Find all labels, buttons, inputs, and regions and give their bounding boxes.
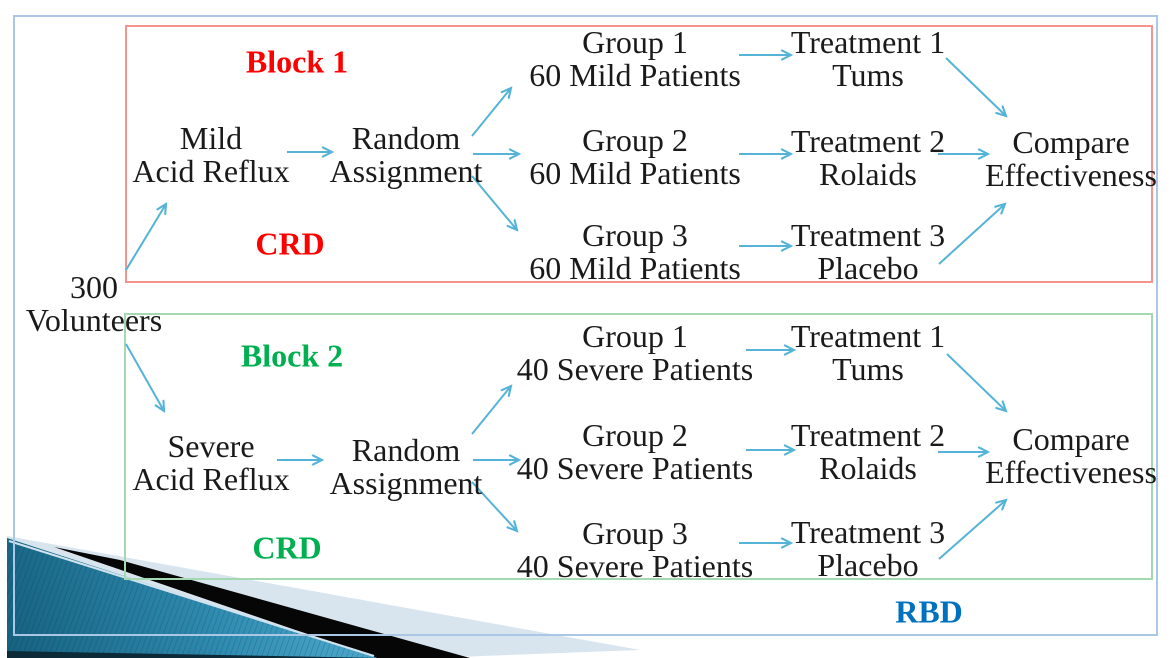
block2-box [124, 313, 1153, 580]
treatment1-node-block2: Treatment 1 Tums [790, 318, 946, 387]
treatment2-node-block2: Treatment 2 Rolaids [790, 417, 946, 486]
treatment2-node-block1: Treatment 2 Rolaids [790, 123, 946, 192]
volunteers-count: 300 [70, 269, 118, 305]
random-assignment-node-block2: Random Assignment [329, 432, 483, 501]
group1-node-block2: Group 1 40 Severe Patients [516, 318, 754, 387]
volunteers-word: Volunteers [25, 302, 163, 338]
group3-node-block2: Group 3 40 Severe Patients [516, 515, 754, 584]
decor-black-stripe [54, 547, 470, 658]
compare-node-block1: Compare Effectiveness [985, 124, 1157, 193]
block1-box [125, 25, 1153, 283]
block2-design-label: CRD [252, 529, 322, 566]
group2-node-block2: Group 2 40 Severe Patients [516, 417, 754, 486]
block1-label: Block 1 [245, 43, 349, 80]
mild-condition-node: Mild Acid Reflux [132, 120, 290, 189]
group3-node-block1: Group 3 60 Mild Patients [529, 217, 741, 286]
group2-node-block1: Group 2 60 Mild Patients [529, 122, 741, 191]
compare-node-block2: Compare Effectiveness [985, 421, 1157, 490]
rbd-label: RBD [895, 593, 963, 630]
severe-condition-node: Severe Acid Reflux [132, 428, 290, 497]
random-assignment-node-block1: Random Assignment [329, 120, 483, 189]
group1-node-block1: Group 1 60 Mild Patients [529, 24, 741, 93]
block1-design-label: CRD [255, 225, 325, 262]
slide-outer-border [13, 15, 1158, 636]
treatment1-node-block1: Treatment 1 Tums [790, 24, 946, 93]
decor-edge-highlight [8, 539, 375, 658]
treatment3-node-block2: Treatment 3 Placebo [790, 514, 946, 583]
decor-dark-bottom-strip [7, 651, 382, 658]
treatment3-node-block1: Treatment 3 Placebo [790, 217, 946, 286]
volunteers-node: 300 Volunteers [26, 271, 162, 337]
block2-label: Block 2 [240, 337, 344, 374]
